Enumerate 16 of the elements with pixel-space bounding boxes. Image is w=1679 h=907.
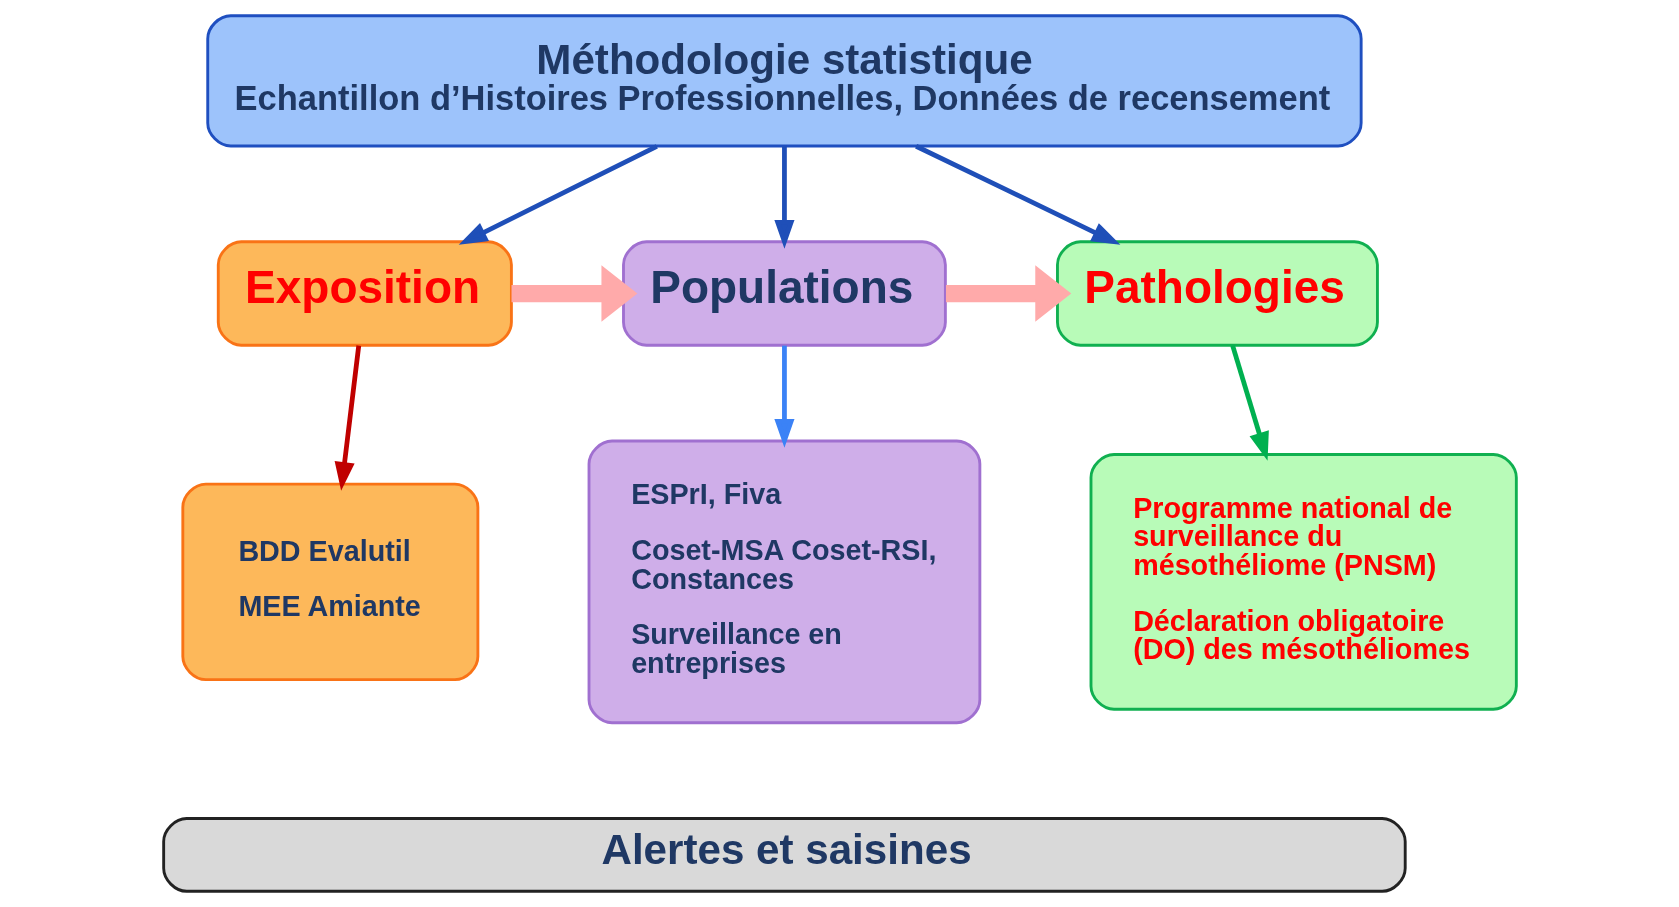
node-box: ESPrI, Fiva Coset-MSA Coset-RSI, Constances Surveillance en entreprises — [587, 439, 981, 725]
node-box: Populations — [621, 240, 947, 347]
node-box: BDD Evalutil MEE Amiante — [180, 482, 479, 681]
arrow — [773, 146, 794, 249]
arrow — [458, 144, 658, 245]
node-box: Pathologies — [1055, 240, 1379, 347]
arrow — [773, 345, 794, 448]
arrow — [511, 265, 637, 322]
node-box: Programme national de surveillance du mésothéliome (PNSM) Déclaration obligatoire (DO) des mésothéliomes — [1089, 453, 1518, 711]
arrow — [1229, 344, 1269, 461]
arrow — [334, 345, 361, 491]
node-box: Alertes et saisines — [161, 817, 1407, 893]
node-box: Exposition — [216, 240, 513, 347]
node-box: Méthodologie statistique Echantillon d’Histoires Professionnelles, Données de recensement — [205, 14, 1363, 148]
arrow — [945, 265, 1071, 322]
arrow — [914, 144, 1120, 245]
